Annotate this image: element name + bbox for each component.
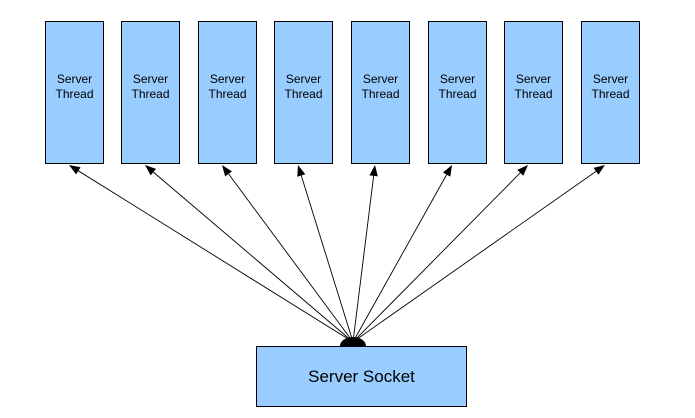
server-thread-label-line2: Thread — [438, 86, 477, 101]
connection-arrowhead-1 — [69, 165, 81, 175]
server-thread-box-7: Server Thread — [504, 21, 563, 164]
server-thread-label-line1: Server — [592, 71, 629, 86]
server-thread-label: Server Thread — [275, 72, 332, 102]
server-thread-label-line1: Server — [439, 71, 476, 86]
server-thread-box-1: Server Thread — [45, 21, 104, 164]
server-thread-label: Server Thread — [46, 72, 103, 102]
server-thread-label-line1: Server — [209, 71, 246, 86]
server-thread-label-line1: Server — [515, 71, 552, 86]
server-thread-label-line1: Server — [56, 71, 93, 86]
server-thread-label-line2: Thread — [361, 86, 400, 101]
connection-arrowhead-6 — [442, 165, 452, 177]
connection-arrow-line-3 — [228, 173, 354, 343]
server-thread-label: Server Thread — [505, 72, 562, 102]
connection-arrowhead-8 — [593, 165, 605, 175]
server-thread-box-4: Server Thread — [274, 21, 333, 164]
server-thread-label-line2: Thread — [514, 86, 553, 101]
server-thread-box-2: Server Thread — [121, 21, 180, 164]
server-socket-label: Server Socket — [308, 366, 415, 386]
server-thread-box-6: Server Thread — [428, 21, 487, 164]
connection-arrowhead-3 — [222, 165, 232, 177]
connection-arrow-line-6 — [352, 174, 448, 343]
connection-arrow-line-5 — [352, 175, 375, 343]
server-thread-label: Server Thread — [199, 72, 256, 102]
connection-arrowhead-5 — [369, 165, 378, 177]
server-thread-label-line2: Thread — [208, 86, 247, 101]
server-thread-box-8: Server Thread — [581, 21, 640, 164]
server-thread-label-line1: Server — [132, 71, 169, 86]
server-thread-box-3: Server Thread — [198, 21, 257, 164]
connection-arrowhead-7 — [517, 165, 528, 176]
connection-arrow-line-2 — [153, 171, 354, 343]
server-thread-label-line2: Thread — [591, 86, 630, 101]
connection-arrow-line-1 — [78, 170, 354, 343]
server-thread-label: Server Thread — [122, 72, 179, 102]
connection-arrow-line-4 — [300, 175, 354, 343]
server-thread-label: Server Thread — [582, 72, 639, 102]
server-thread-label-line1: Server — [285, 71, 322, 86]
connection-arrow-line-7 — [352, 172, 521, 343]
connection-arrowhead-4 — [297, 165, 306, 177]
connection-arrow-line-8 — [352, 170, 597, 343]
server-thread-label: Server Thread — [352, 72, 409, 102]
connection-arrowhead-2 — [145, 165, 157, 176]
server-thread-label-line2: Thread — [284, 86, 323, 101]
server-thread-label-line2: Thread — [131, 86, 170, 101]
server-thread-box-5: Server Thread — [351, 21, 410, 164]
server-socket-box: Server Socket — [256, 346, 467, 407]
server-thread-label: Server Thread — [429, 72, 486, 102]
server-thread-label-line2: Thread — [55, 86, 94, 101]
server-thread-label-line1: Server — [362, 71, 399, 86]
